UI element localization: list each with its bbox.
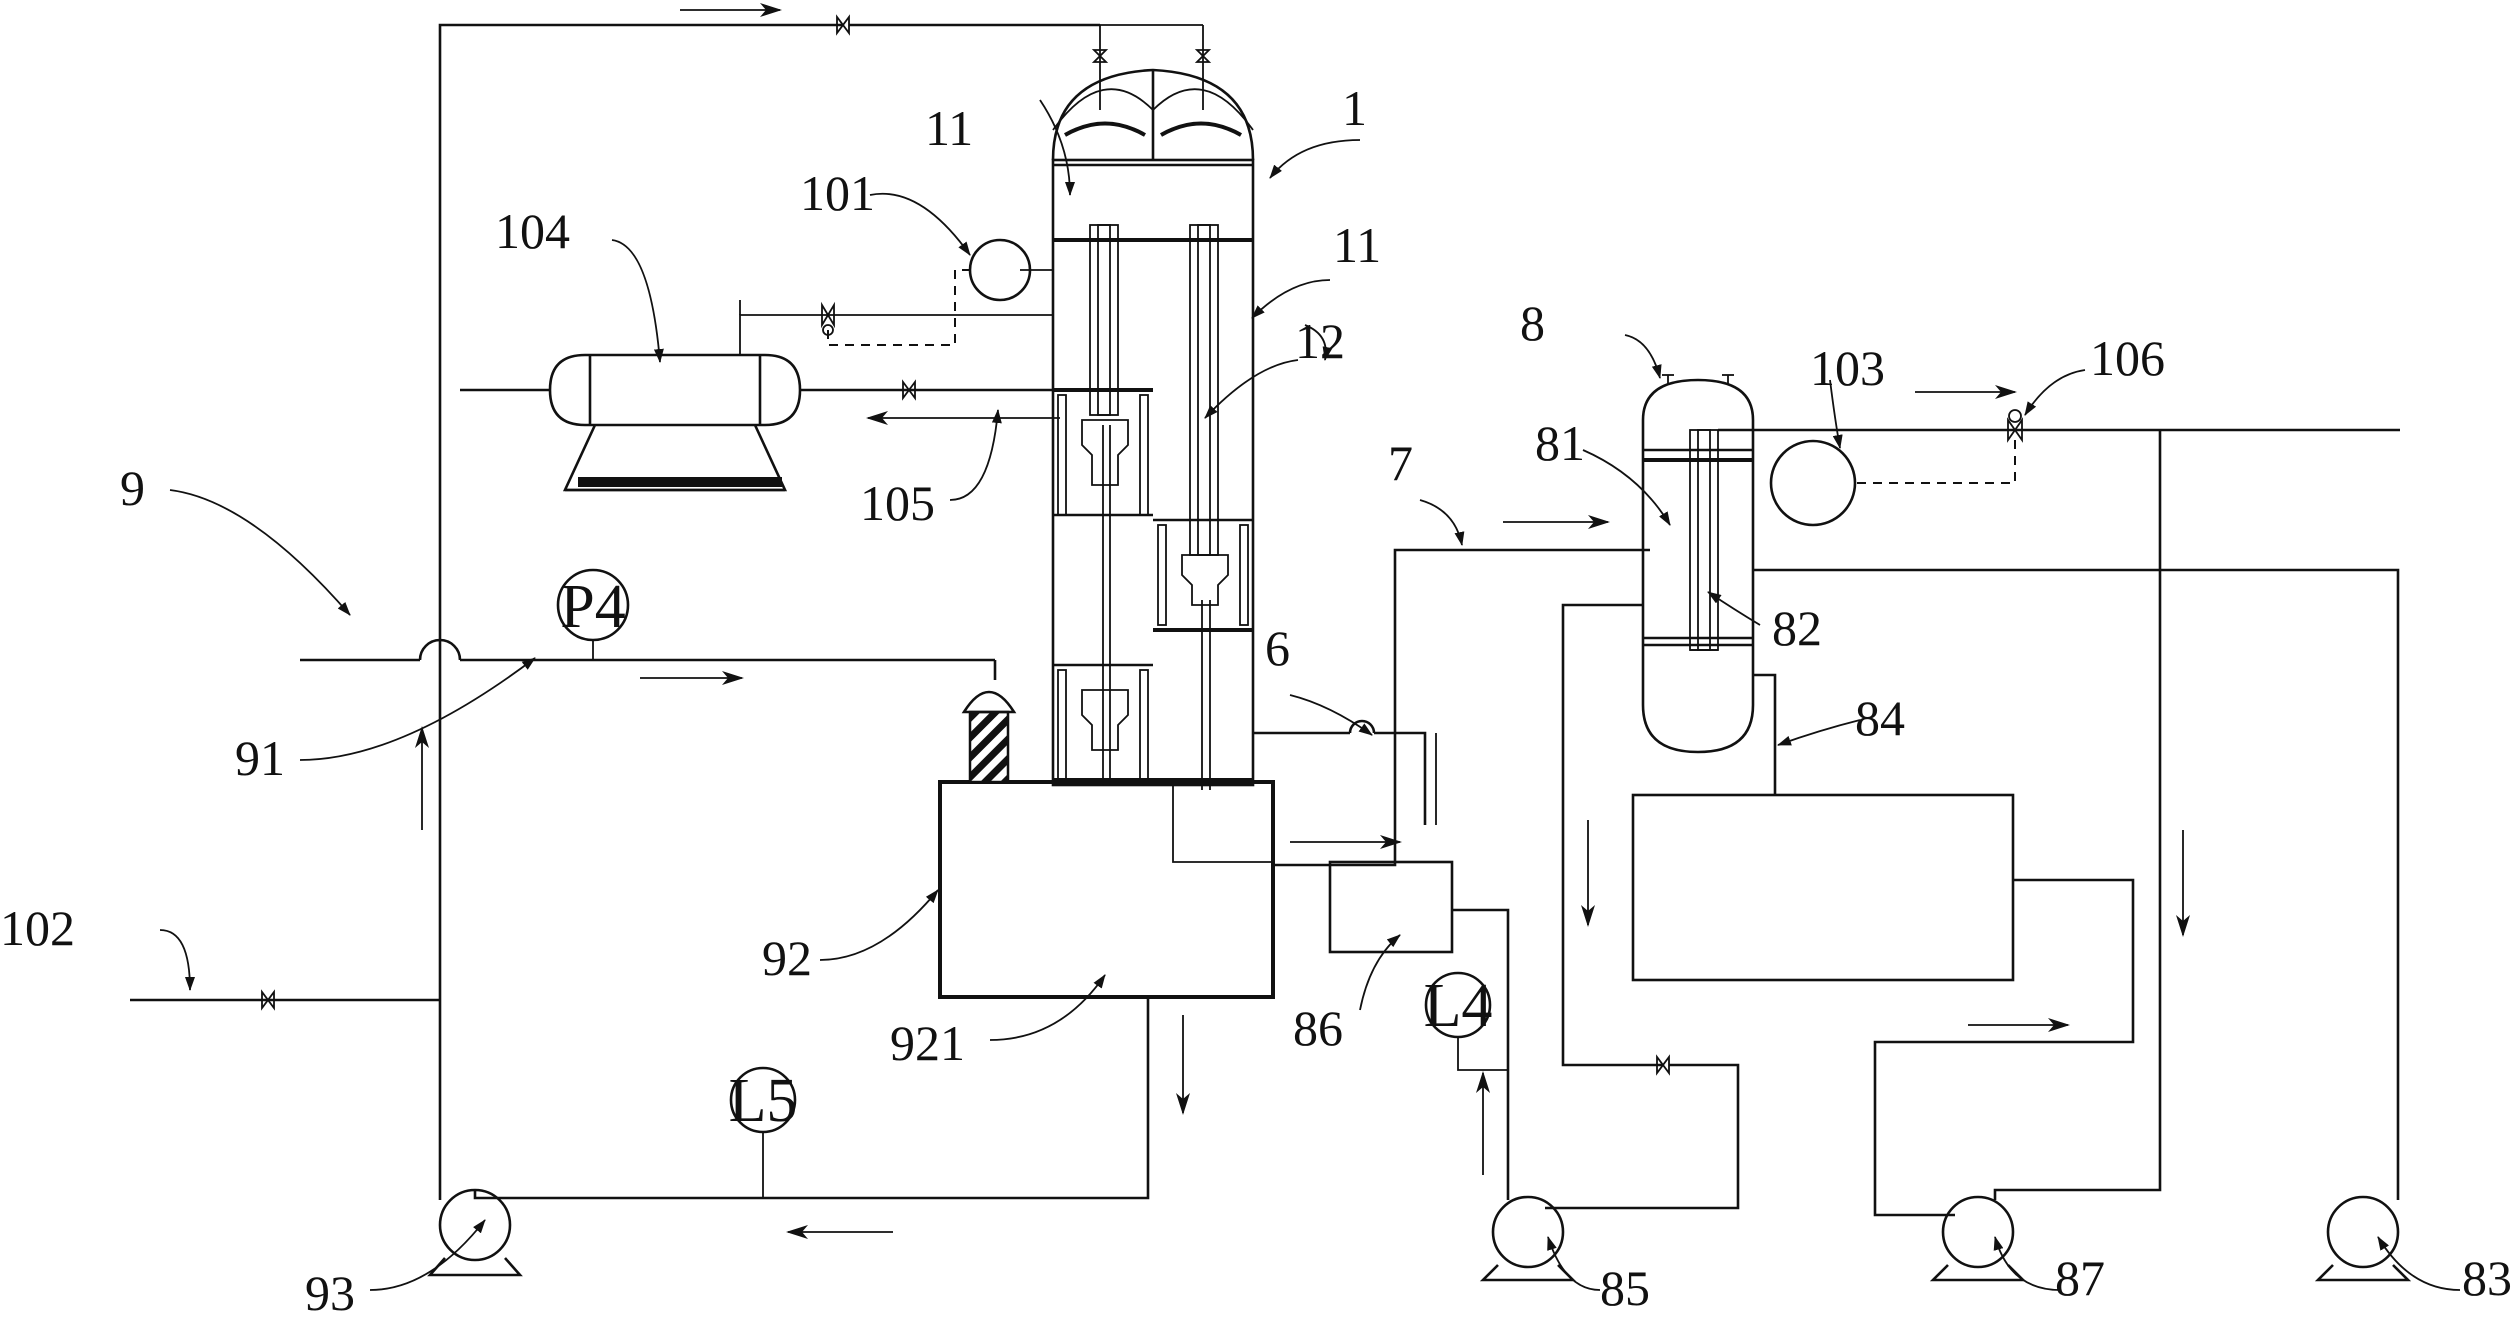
label-11-left: 11 xyxy=(925,100,973,156)
pump-85 xyxy=(1479,1195,1577,1282)
label-104: 104 xyxy=(495,203,570,259)
instrument-l5-tag: L5 xyxy=(729,1067,798,1135)
label-82: 82 xyxy=(1772,600,1822,656)
label-103: 103 xyxy=(1810,340,1885,396)
instrument-p4 xyxy=(556,568,630,642)
label-84: 84 xyxy=(1855,690,1905,746)
leader-lines xyxy=(159,99,2461,1291)
label-83: 83 xyxy=(2462,1250,2512,1306)
instrument-l5 xyxy=(729,1066,797,1134)
label-11-right: 11 xyxy=(1333,217,1381,273)
label-8: 8 xyxy=(1520,295,1545,351)
valve-106 xyxy=(1718,409,2400,484)
label-12: 12 xyxy=(1295,313,1345,369)
label-87: 87 xyxy=(2055,1250,2105,1306)
exchanger-84 xyxy=(1545,603,2135,1217)
label-92: 92 xyxy=(762,930,812,986)
label-93: 93 xyxy=(305,1265,355,1320)
reference-labels: 1 11 11 12 101 104 105 9 91 102 92 921 9… xyxy=(0,80,2512,1320)
instrument-p4-tag: P4 xyxy=(560,573,625,641)
lines-6-7 xyxy=(1253,548,1650,867)
label-105: 105 xyxy=(860,475,935,531)
label-106: 106 xyxy=(2090,330,2165,386)
flow-arrows xyxy=(415,3,2190,1239)
label-86: 86 xyxy=(1293,1000,1343,1056)
instrument-tags: P4 L4 L5 xyxy=(560,573,1492,1135)
instrument-101 xyxy=(968,238,1032,302)
label-102: 102 xyxy=(0,900,75,956)
label-91: 91 xyxy=(235,730,285,786)
reactor-column xyxy=(1051,24,1255,790)
label-101: 101 xyxy=(800,165,875,221)
vessel-8 xyxy=(1641,374,1755,754)
label-81: 81 xyxy=(1535,415,1585,471)
circulation-loop-9 xyxy=(130,14,1150,1277)
label-6: 6 xyxy=(1265,620,1290,676)
tank-92 xyxy=(938,690,1275,999)
label-9: 9 xyxy=(120,460,145,516)
pump-87 xyxy=(1929,430,2162,1282)
label-7: 7 xyxy=(1388,435,1413,491)
box-86 xyxy=(1328,860,1510,1200)
pump-83 xyxy=(1753,568,2412,1282)
label-1: 1 xyxy=(1342,80,1367,136)
instrument-103 xyxy=(1769,439,1857,527)
instrument-l4-tag: L4 xyxy=(1424,972,1493,1040)
horizontal-vessel-104 xyxy=(460,269,1053,492)
label-921: 921 xyxy=(890,1015,965,1071)
label-85: 85 xyxy=(1600,1260,1650,1316)
